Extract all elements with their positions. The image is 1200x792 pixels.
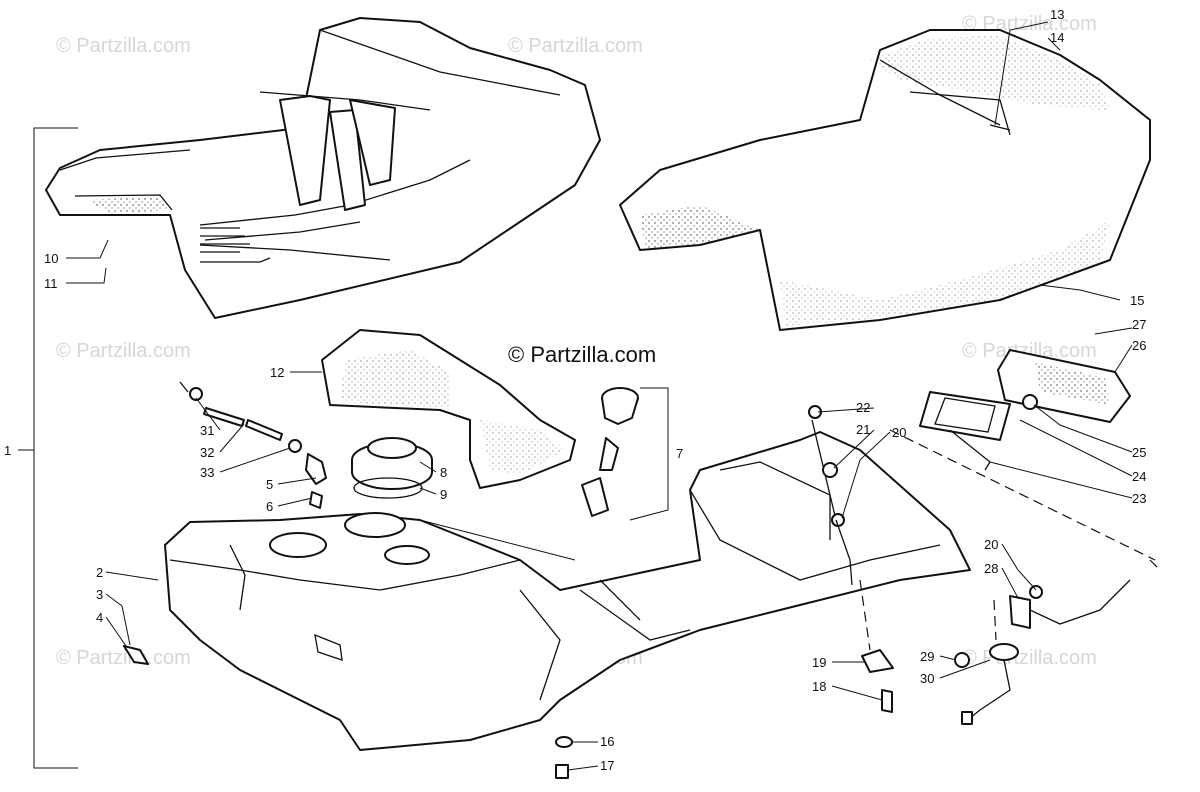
seat-right <box>619 29 1151 331</box>
watermark: © Partzilla.com <box>962 340 1097 362</box>
callout-27: 27 <box>1132 317 1146 332</box>
callout-17: 17 <box>600 758 614 773</box>
callout-21: 21 <box>856 422 870 437</box>
fuel-tank <box>164 431 971 751</box>
callout-6: 6 <box>266 499 273 514</box>
callout-4: 4 <box>96 610 103 625</box>
fuel-line <box>123 381 327 665</box>
callout-24: 24 <box>1132 469 1146 484</box>
fuel-cap <box>351 437 433 499</box>
callout-33: 33 <box>200 465 214 480</box>
assembly-bracket <box>18 127 78 769</box>
callout-23: 23 <box>1132 491 1146 506</box>
fuel-sender <box>581 387 669 521</box>
callout-25: 25 <box>1132 445 1146 460</box>
seat-base-bracket <box>321 329 576 489</box>
watermark: © Partzilla.com <box>962 647 1097 669</box>
credit-label: © Partzilla.com <box>508 342 656 367</box>
callout-12: 12 <box>270 365 284 380</box>
watermark: © Partzilla.com <box>508 35 643 57</box>
callout-3: 3 <box>96 587 103 602</box>
callout-16: 16 <box>600 734 614 749</box>
callout-13: 13 <box>1050 7 1064 22</box>
callouts: 1 2 3 4 5 6 7 8 9 10 11 12 13 14 15 16 1… <box>4 7 1146 773</box>
callout-29: 29 <box>920 649 934 664</box>
callout-26: 26 <box>1132 338 1146 353</box>
callout-19: 19 <box>812 655 826 670</box>
callout-7: 7 <box>676 446 683 461</box>
hardware <box>555 405 1131 779</box>
callout-15: 15 <box>1130 293 1144 308</box>
callout-31: 31 <box>200 423 214 438</box>
callout-20: 20 <box>984 537 998 552</box>
callout-30: 30 <box>920 671 934 686</box>
callout-8: 8 <box>440 465 447 480</box>
callout-1: 1 <box>4 443 11 458</box>
callout-20: 20 <box>892 425 906 440</box>
callout-28: 28 <box>984 561 998 576</box>
callout-2: 2 <box>96 565 103 580</box>
callout-22: 22 <box>856 400 870 415</box>
watermark: © Partzilla.com <box>56 340 191 362</box>
watermark: © Partzilla.com <box>56 35 191 57</box>
seat-left <box>45 17 601 319</box>
callout-11: 11 <box>44 276 58 291</box>
leader-lines <box>66 21 1133 771</box>
callout-10: 10 <box>44 251 58 266</box>
callout-5: 5 <box>266 477 273 492</box>
callout-18: 18 <box>812 679 826 694</box>
callout-14: 14 <box>1050 30 1064 45</box>
callout-9: 9 <box>440 487 447 502</box>
callout-32: 32 <box>200 445 214 460</box>
watermark: © Partzilla.com <box>56 647 191 669</box>
